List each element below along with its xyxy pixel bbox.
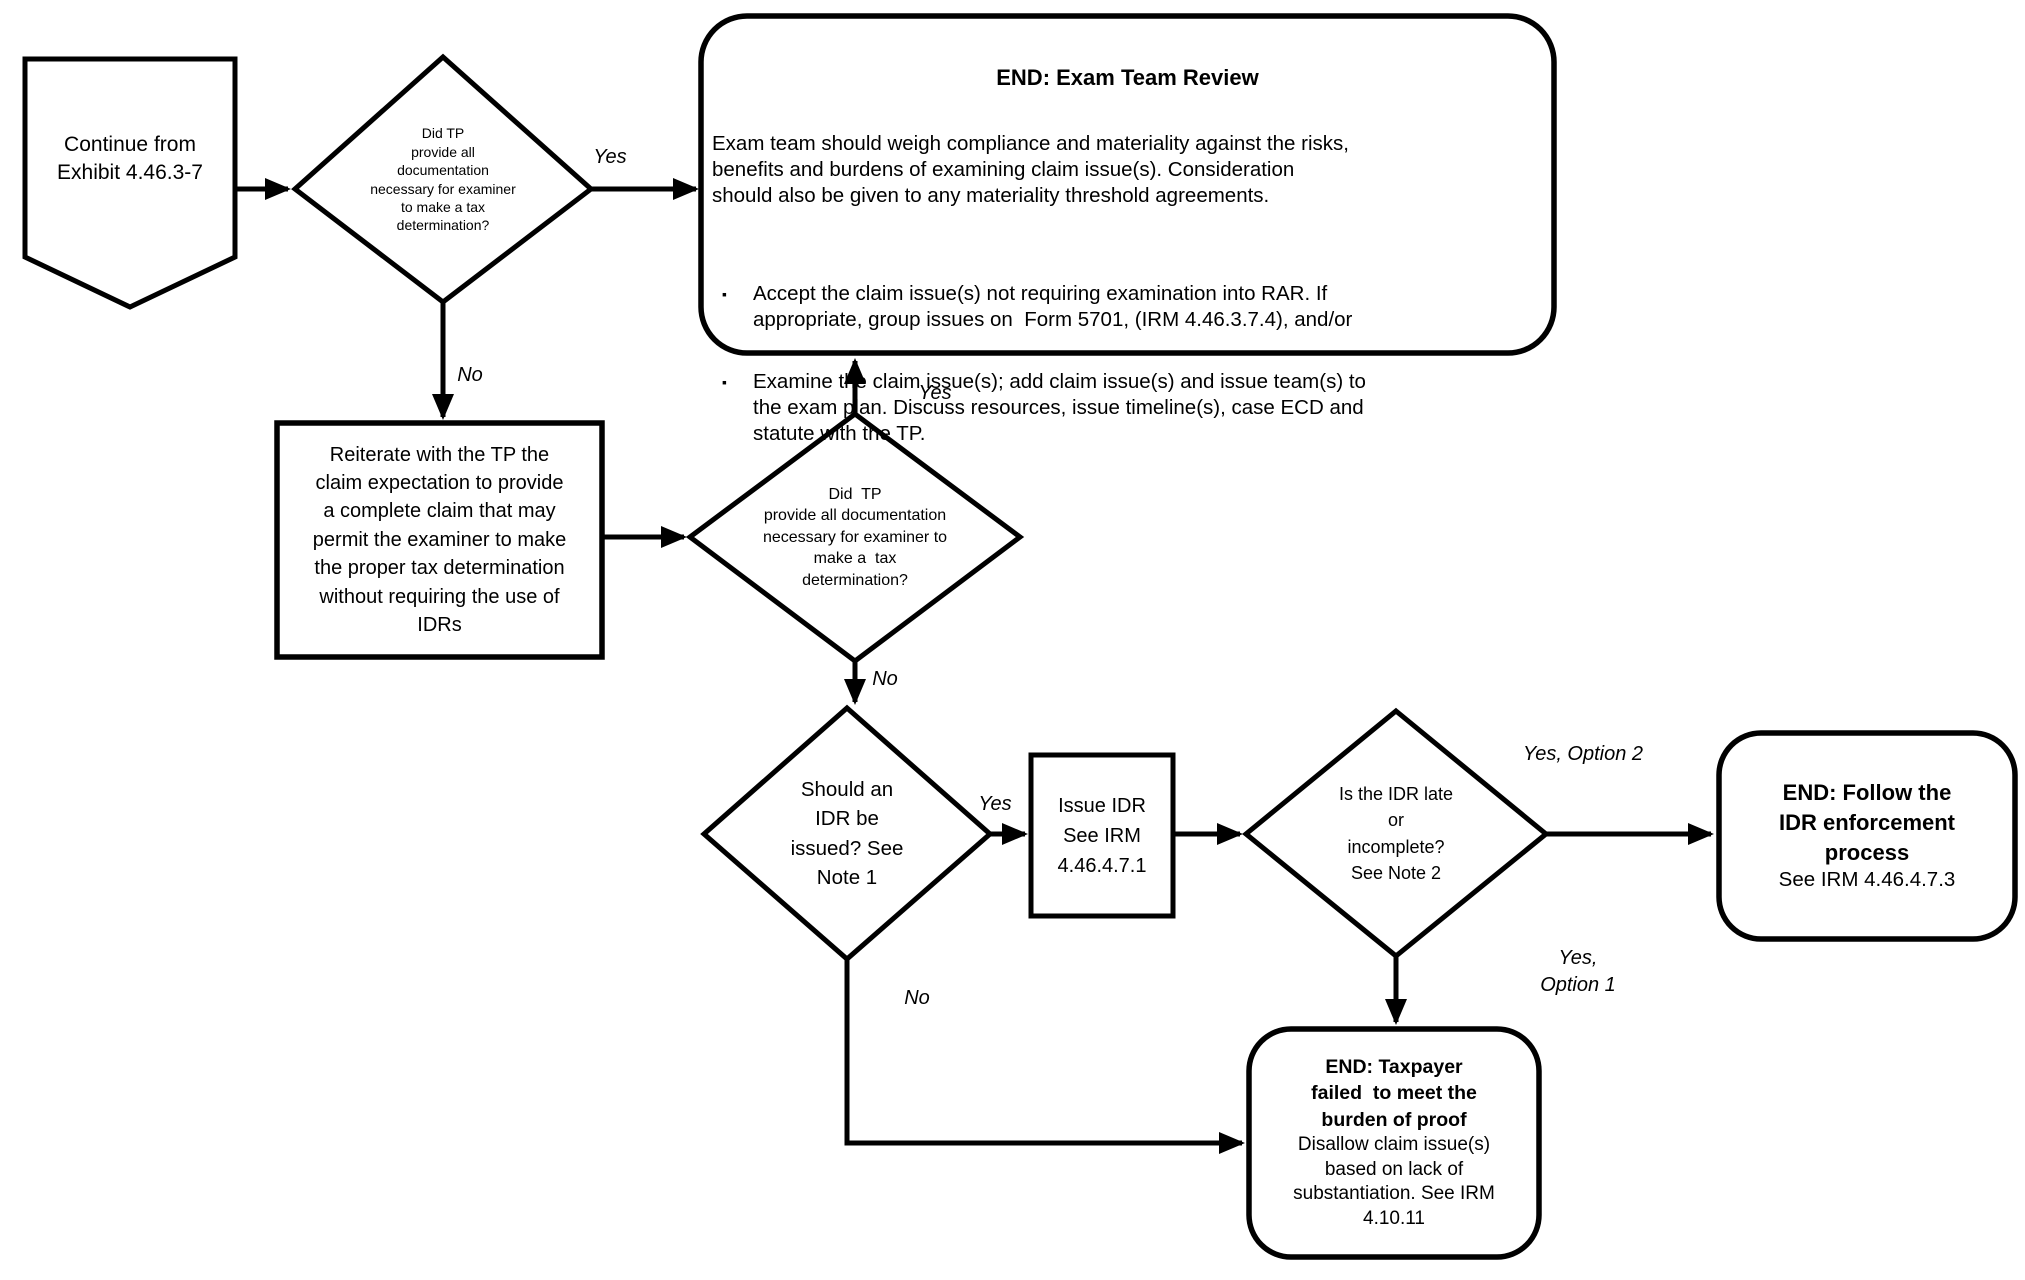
branch-label-no-decision3: No — [904, 987, 930, 1009]
decision2-label: Did TP provide all documentation necessa… — [762, 485, 948, 589]
end-enforcement-box-shape — [1716, 730, 2018, 942]
decision4-diamond-shape — [1242, 707, 1550, 960]
branch-label-no-decision1: No — [457, 364, 483, 386]
decision3-label: Should an IDR be issued? See Note 1 — [790, 778, 904, 889]
offpage-connector-label: Continue from Exhibit 4.46.3-7 — [57, 132, 203, 184]
issue-idr-box-shape — [1028, 752, 1176, 919]
decision3-diamond-shape — [700, 704, 994, 963]
end-burden-title: END: Taxpayer failed to meet the burden … — [1311, 1056, 1477, 1131]
end-exam-review-box: END: Exam Team Review Exam team should w… — [701, 16, 1554, 445]
bullet-text: Accept the claim issue(s) not requiring … — [753, 281, 1353, 331]
end-burden-body: Disallow claim issue(s) based on lack of… — [1293, 1134, 1495, 1230]
branch-label-yes-decision2: Yes — [918, 382, 952, 404]
decision1-label: Did TP provide all documentation necessa… — [370, 125, 516, 234]
decision2-diamond-shape — [685, 410, 1025, 665]
branch-label-yes-decision1: Yes — [593, 146, 627, 168]
reiterate-box-shape — [274, 420, 605, 660]
end-exam-review-box-shape — [698, 13, 1557, 356]
bullet-square-icon: ▪ — [722, 285, 727, 302]
list-item: ▪ Accept the claim issue(s) not requirin… — [722, 281, 1554, 333]
decision4-label: Is the IDR late or incomplete? See Note … — [1338, 784, 1454, 883]
offpage-connector-shape — [22, 56, 238, 310]
end-exam-review-bullet-list: ▪ Accept the claim issue(s) not requirin… — [722, 245, 1554, 483]
end-burden-box: END: Taxpayer failed to meet the burden … — [1249, 1029, 1539, 1257]
decision1-diamond-shape — [291, 53, 595, 306]
branch-label-no-decision2: No — [872, 668, 898, 690]
end-exam-review-intro: Exam team should weigh compliance and ma… — [712, 131, 1349, 207]
list-item: ▪ Examine the claim issue(s); add claim … — [722, 369, 1554, 447]
branch-label-yes-option2: Yes, Option 2 — [1522, 743, 1644, 765]
end-burden-box-shape — [1246, 1026, 1542, 1260]
branch-label-yes-option1: Yes, Option 1 — [1540, 947, 1616, 996]
bullet-text: Examine the claim issue(s); add claim is… — [753, 369, 1366, 445]
branch-label-yes-decision3: Yes — [978, 793, 1012, 815]
end-enforcement-title: END: Follow the IDR enforcement process — [1778, 780, 1956, 865]
connector-decision3-no — [844, 959, 1245, 1154]
reiterate-box-label: Reiterate with the TP the claim expectat… — [312, 443, 567, 636]
end-enforcement-body: See IRM 4.46.4.7.3 — [1778, 868, 1956, 892]
bullet-square-icon: ▪ — [722, 373, 727, 390]
issue-idr-box-label: Issue IDR See IRM 4.46.4.7.1 — [1057, 794, 1147, 877]
end-enforcement-box: END: Follow the IDR enforcement process … — [1719, 733, 2015, 939]
end-exam-review-title: END: Exam Team Review — [996, 65, 1259, 90]
